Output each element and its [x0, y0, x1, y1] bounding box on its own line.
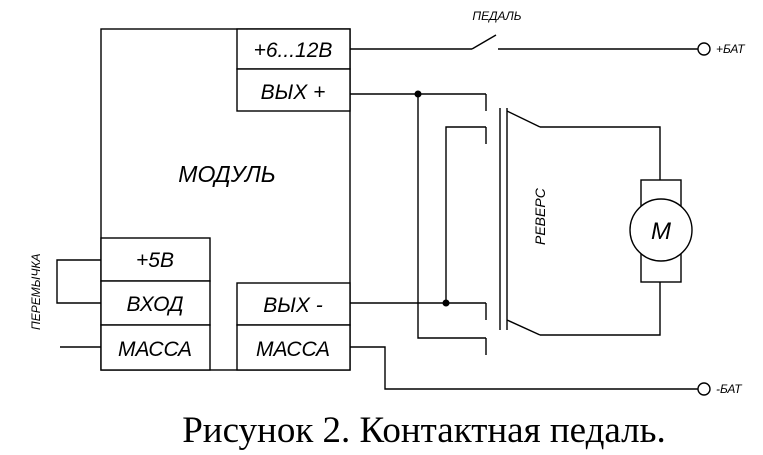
pin-label-out-plus: ВЫХ + [261, 81, 326, 104]
pin-cell-plus5 [100, 237, 211, 282]
pedal-label: ПЕДАЛЬ [472, 9, 521, 23]
pin-cell-ground-right [236, 324, 351, 371]
pedal-switch-blade [471, 34, 497, 50]
reverse-label: РЕВЕРС [532, 187, 548, 245]
pin-label-ground-right: МАССА [256, 338, 330, 361]
motor-wire-upper [540, 126, 661, 180]
bat-plus-label: +БАТ [716, 42, 746, 56]
reverse-blade-upper [506, 110, 541, 128]
bat-plus-terminal [697, 42, 711, 56]
out-minus-cross-wire [445, 126, 486, 303]
jumper-wire [56, 259, 101, 304]
pin-label-power: +6...12В [254, 39, 333, 62]
figure-caption: Рисунок 2. Контактная педаль. [182, 410, 666, 451]
out-plus-cross-wire [417, 94, 486, 339]
pin-label-input: ВХОД [126, 293, 183, 316]
module-title: МОДУЛЬ [178, 161, 275, 187]
pin-cell-power [236, 28, 351, 70]
bat-minus-label: -БАТ [716, 382, 743, 396]
pin-label-ground-left: МАССА [118, 338, 192, 361]
pin-label-out-minus: ВЫХ - [263, 294, 322, 317]
pin-label-plus5: +5В [136, 249, 174, 272]
ground-wire [350, 346, 698, 390]
jumper-label: ПЕРЕМЫЧКА [29, 254, 43, 331]
motor-wire-lower [540, 282, 661, 336]
bat-minus-terminal [697, 382, 711, 396]
reverse-blade-lower [506, 319, 541, 336]
pin-cell-out-plus [236, 68, 351, 112]
motor-icon [629, 198, 693, 262]
motor-label: М [651, 218, 671, 245]
